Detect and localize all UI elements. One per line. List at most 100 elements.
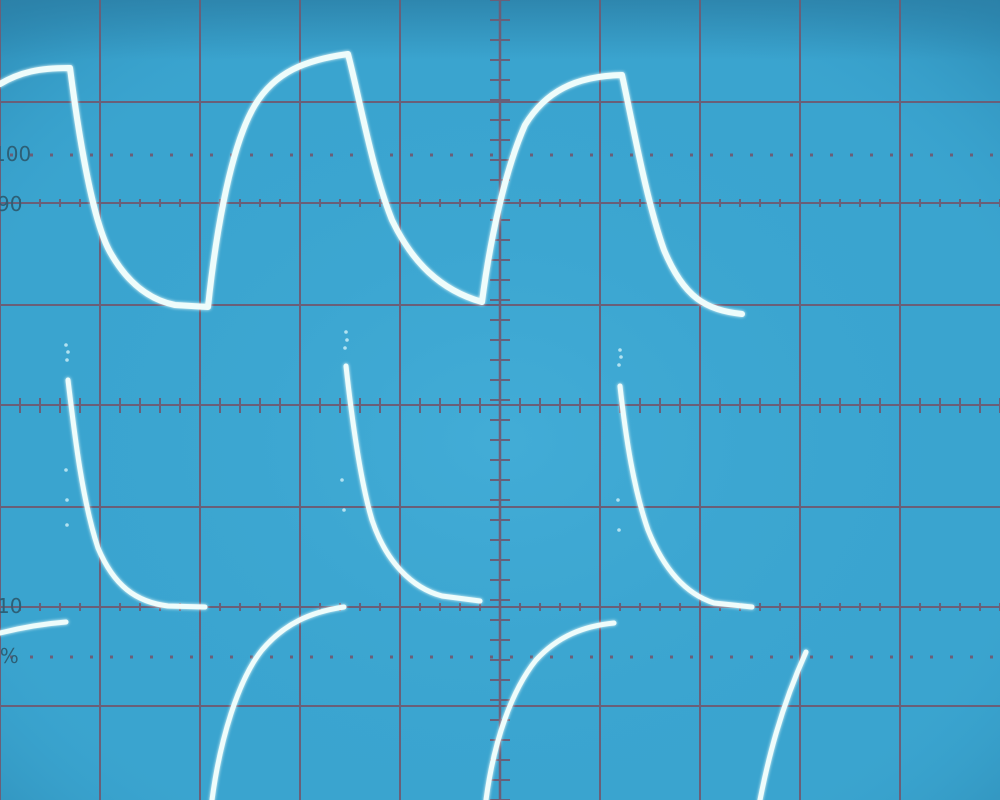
level-dot [570,153,573,157]
level-dot [50,153,53,157]
level-dot [990,153,993,157]
level-dot [830,153,833,157]
level-dot [190,655,193,659]
level-dot [730,153,733,157]
level-dot [190,153,193,157]
level-dot [810,153,813,157]
level-dot [390,655,393,659]
level-dot [110,153,113,157]
level-dot [830,655,833,659]
level-dot [170,153,173,157]
level-dot [890,153,893,157]
level-dot [790,153,793,157]
level-dot [910,655,913,659]
level-dot [970,153,973,157]
level-dot [930,153,933,157]
level-dot [510,655,513,659]
waveform-top-channel [0,51,745,317]
level-dot [350,153,353,157]
waveform-bottom-channel-3 [617,383,755,610]
level-dot [270,153,273,157]
level-dot [710,655,713,659]
level-dot [590,655,593,659]
level-dot [730,655,733,659]
level-dot [950,153,953,157]
level-dot [530,153,533,157]
level-dot [650,655,653,659]
level-dot [370,655,373,659]
level-dot [670,655,673,659]
ghost-dot [64,343,68,347]
ghost-dot [65,523,69,527]
level-dot [870,655,873,659]
level-dot [770,655,773,659]
level-dot [550,655,553,659]
level-dot [10,655,13,659]
level-dot [10,153,13,157]
ghost-dot [65,358,69,362]
level-dot [710,153,713,157]
ghost-dot [343,346,347,350]
level-dot [930,655,933,659]
level-dot [230,153,233,157]
level-dot [490,153,493,157]
level-dot [150,655,153,659]
level-dot [450,655,453,659]
ghost-dot [340,478,344,482]
level-dot [390,153,393,157]
level-dot [770,153,773,157]
level-dot [590,153,593,157]
ghost-dot [616,498,620,502]
level-dot [250,655,253,659]
graticule-level-dots [10,153,993,659]
level-dot [650,153,653,157]
level-dot [270,655,273,659]
ghost-dot [65,498,69,502]
level-label-0: 0% [0,644,19,668]
level-dot [950,655,953,659]
level-dot [610,655,613,659]
level-dot [630,153,633,157]
level-dot [450,153,453,157]
ghost-dot [617,363,621,367]
level-dot [690,655,693,659]
level-dot [90,153,93,157]
level-dot [750,655,753,659]
level-dot [230,655,233,659]
level-dot [350,655,353,659]
level-dot [750,153,753,157]
trace-ghosting [64,330,623,532]
level-dot [150,153,153,157]
level-dot [910,153,913,157]
ghost-dot [344,330,348,334]
level-dot [410,153,413,157]
level-dot [30,153,33,157]
level-dot [170,655,173,659]
waveform-bottom-tail-3 [483,620,617,800]
level-dot [990,655,993,659]
level-dot [50,655,53,659]
level-dot [790,655,793,659]
level-label-10: 10 [0,594,22,618]
level-dot [30,655,33,659]
level-dot [210,655,213,659]
waveform-bottom-channel-2 [343,363,483,604]
level-dot [290,153,293,157]
level-dot [470,655,473,659]
level-dot [130,153,133,157]
level-dot [670,153,673,157]
ghost-dot [342,508,346,512]
level-dot [250,153,253,157]
level-label-90: 90 [0,192,22,216]
level-dot [630,655,633,659]
ghost-dot [64,468,68,472]
level-dot [110,655,113,659]
level-dot [850,655,853,659]
level-dot [550,153,553,157]
level-dot [610,153,613,157]
level-label-100: 100 [0,142,31,166]
level-dot [290,655,293,659]
level-dot [570,655,573,659]
level-dot [850,153,853,157]
